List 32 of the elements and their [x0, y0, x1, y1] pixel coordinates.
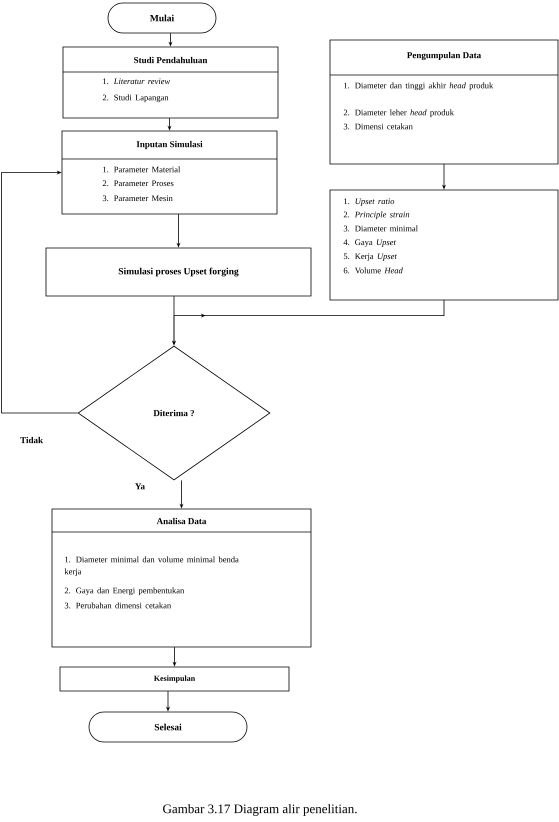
box-heading: Analisa Data: [156, 518, 206, 524]
list-item: 4. Gaya Upset: [344, 239, 396, 247]
edge-label: Ya: [134, 482, 146, 490]
list-item: 1. Upset ratio: [344, 198, 394, 206]
list-item: 3. Perubahan dimensi cetakan: [64, 602, 172, 608]
list-item: 5. Kerja Upset: [344, 253, 397, 261]
list-item: 3. Diameter minimal: [344, 225, 418, 232]
box-heading: Pengumpulan Data: [407, 52, 481, 60]
process-box: [330, 190, 558, 300]
process-box: [52, 508, 312, 648]
process-box: Simulasi proses Upset forging: [46, 248, 312, 296]
list-item: 2. Parameter Proses: [102, 180, 174, 186]
list-item: 1. Parameter Material: [103, 166, 180, 172]
list-item: 1. Diameter dan tinggi akhir head produk: [344, 82, 494, 90]
list-item: 6. Volume Head: [344, 267, 403, 274]
box-heading: Studi Pendahuluan: [134, 56, 208, 64]
list-item: 3. Dimensi cetakan: [344, 123, 413, 130]
list-item: 3. Parameter Mesin: [102, 195, 173, 202]
list-item: 2. Principle strain: [344, 211, 410, 220]
process-box: [62, 130, 278, 214]
process-box: [330, 40, 558, 164]
arrow: [1, 170, 78, 414]
list-item: 1. Diameter minimal dan volume minimal benda kerja: [64, 556, 239, 576]
caption: Gambar 3.17 Diagram alir penelitian.: [163, 804, 357, 816]
list-item: 2. Gaya dan Energi pembentukan: [64, 587, 184, 596]
box-heading: Inputan Simulasi: [136, 140, 202, 150]
list-item: 1. Literatur review: [103, 78, 170, 84]
process-box: [62, 46, 278, 118]
list-item: 2. Diameter leher head produk: [344, 109, 454, 118]
process-box: Kesimpulan: [60, 666, 290, 692]
list-item: 2. Studi Lapangan: [102, 94, 168, 102]
edge-label: Tidak: [19, 436, 44, 444]
